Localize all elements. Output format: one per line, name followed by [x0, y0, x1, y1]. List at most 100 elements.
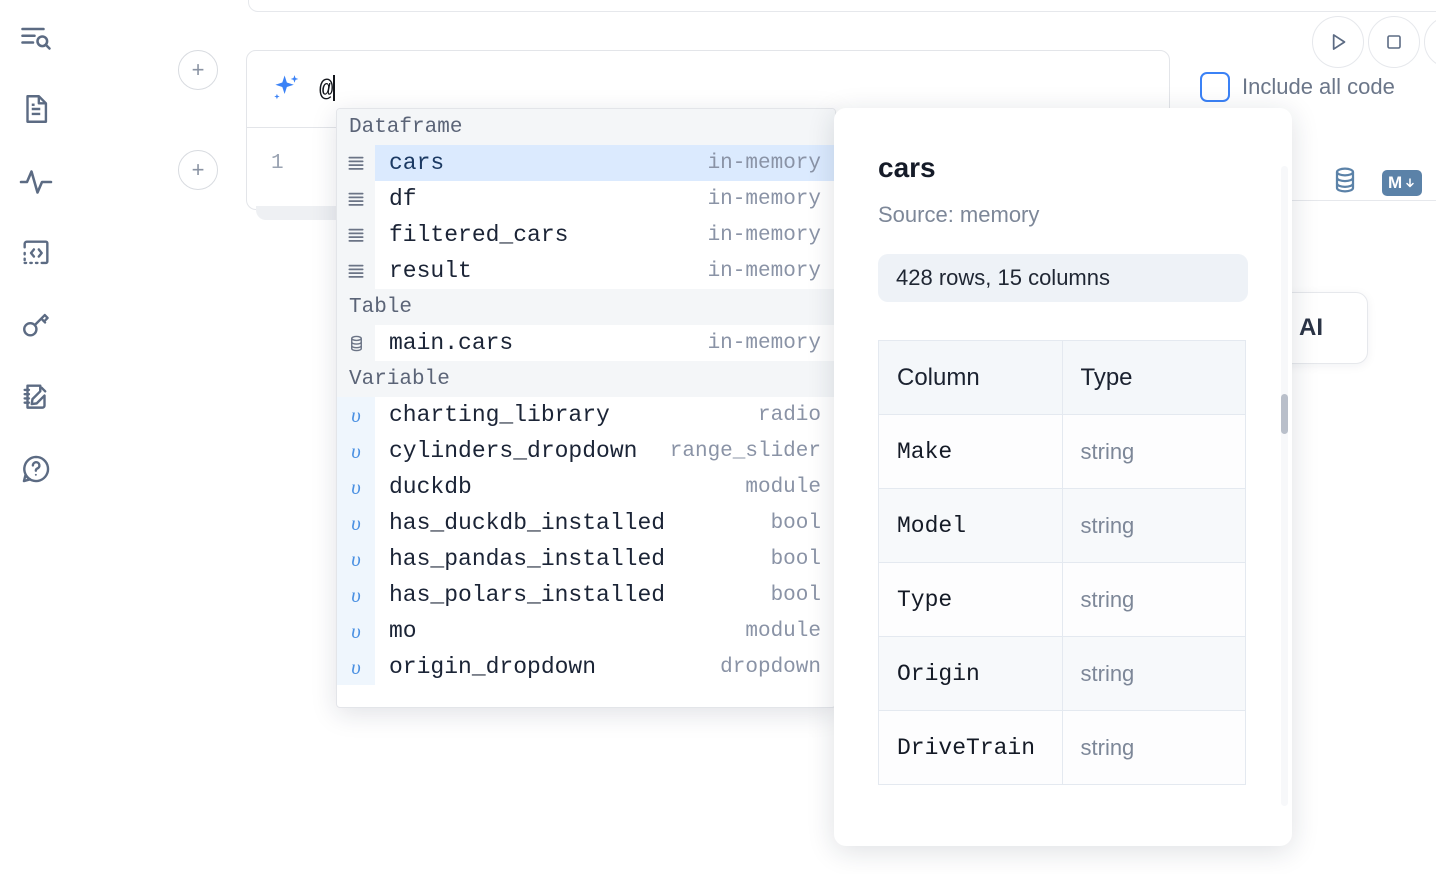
cell-output-icons: M [1330, 165, 1422, 200]
variable-icon: υ [337, 469, 375, 505]
preview-title: cars [878, 152, 936, 183]
run-cell-button[interactable] [1312, 16, 1364, 68]
preview-shape: 428 rows, 15 columns [878, 254, 1248, 302]
variable-icon: υ [337, 613, 375, 649]
schema-column-name: Type [878, 562, 1063, 637]
add-cell-button-top[interactable]: + [178, 50, 218, 90]
variable-icon: υ [337, 433, 375, 469]
notebook-edit-icon[interactable] [12, 373, 60, 421]
include-all-code-row[interactable]: Include all code [1200, 72, 1395, 102]
schema-column-type: string [1061, 636, 1246, 711]
autocomplete-item[interactable]: υ has_pandas_installed bool [337, 541, 835, 577]
autocomplete-item-name: filtered_cars [389, 222, 569, 248]
schema-column-name: Model [878, 488, 1063, 563]
autocomplete-item-name: cylinders_dropdown [389, 438, 638, 464]
help-chat-icon[interactable] [12, 445, 60, 493]
autocomplete-item-row: result in-memory [375, 253, 835, 289]
include-all-code-checkbox[interactable] [1200, 72, 1230, 102]
dataframe-rows-icon [337, 145, 375, 181]
schema-column-type: string [1061, 414, 1246, 489]
autocomplete-item-row: filtered_cars in-memory [375, 217, 835, 253]
schema-column-name: DriveTrain [878, 710, 1063, 785]
schema-column-type: string [1061, 562, 1246, 637]
variable-icon: υ [337, 541, 375, 577]
autocomplete-item-name: has_duckdb_installed [389, 510, 666, 536]
ai-prompt-value: @ [319, 76, 334, 104]
autocomplete-item[interactable]: υ cylinders_dropdown range_slider [337, 433, 835, 469]
preview-scrollbar-thumb[interactable] [1281, 394, 1288, 434]
autocomplete-item-row: df in-memory [375, 181, 835, 217]
preview-scrollbar-track[interactable] [1281, 166, 1288, 806]
autocomplete-item[interactable]: main.cars in-memory [337, 325, 835, 361]
table-header-row: Column Type [878, 340, 1246, 415]
database-icon [337, 325, 375, 361]
more-actions-button[interactable] [1424, 16, 1436, 68]
markdown-badge[interactable]: M [1382, 169, 1422, 196]
autocomplete-section-header: Variable [337, 361, 835, 397]
dataframe-rows-icon [337, 253, 375, 289]
autocomplete-item-name: has_polars_installed [389, 582, 666, 608]
file-text-icon[interactable] [12, 85, 60, 133]
schema-column-type: string [1061, 488, 1246, 563]
autocomplete-item-name: origin_dropdown [389, 654, 597, 680]
autocomplete-item-name: main.cars [389, 330, 514, 356]
autocomplete-item-type: in-memory [707, 259, 821, 283]
preview-source: Source: memory [878, 202, 1040, 227]
stop-cell-button[interactable] [1368, 16, 1420, 68]
autocomplete-item[interactable]: result in-memory [337, 253, 835, 289]
database-icon[interactable] [1330, 165, 1360, 200]
autocomplete-item[interactable]: df in-memory [337, 181, 835, 217]
activity-icon[interactable] [12, 158, 60, 206]
autocomplete-item-name: mo [389, 618, 417, 644]
autocomplete-item-type: module [745, 619, 821, 643]
autocomplete-section-header: Table [337, 289, 835, 325]
autocomplete-item[interactable]: υ origin_dropdown dropdown [337, 649, 835, 685]
autocomplete-item-type: dropdown [720, 655, 821, 679]
schema-column-name: Origin [878, 636, 1063, 711]
autocomplete-item-type: in-memory [707, 187, 821, 211]
type-header: Type [1061, 340, 1246, 415]
explore-outline-icon[interactable] [12, 14, 60, 62]
autocomplete-item-name: has_pandas_installed [389, 546, 666, 572]
markdown-badge-letter: M [1388, 172, 1403, 192]
column-header: Column [878, 340, 1063, 415]
autocomplete-item-name: df [389, 186, 417, 212]
autocomplete-item-type: in-memory [707, 331, 821, 355]
variable-icon: υ [337, 649, 375, 685]
autocomplete-item-row: has_pandas_installed bool [375, 541, 835, 577]
autocomplete-item-row: duckdb module [375, 469, 835, 505]
autocomplete-item-type: bool [770, 547, 821, 571]
autocomplete-item-row: mo module [375, 613, 835, 649]
key-icon[interactable] [12, 301, 60, 349]
ai-prompt-input[interactable]: @ [319, 74, 336, 104]
schema-column-name: Make [878, 414, 1063, 489]
text-caret [333, 74, 336, 101]
autocomplete-item-type: module [745, 475, 821, 499]
autocomplete-item[interactable]: filtered_cars in-memory [337, 217, 835, 253]
autocomplete-item-name: duckdb [389, 474, 472, 500]
add-cell-button-bottom[interactable]: + [178, 150, 218, 190]
autocomplete-item-name: result [389, 258, 472, 284]
left-icon-rail [0, 0, 72, 874]
code-snippet-icon[interactable] [12, 229, 60, 277]
dataset-preview-panel: cars Source: memory 428 rows, 15 columns… [834, 108, 1292, 846]
autocomplete-item-type: range_slider [669, 439, 821, 463]
autocomplete-section-header: Dataframe [337, 109, 835, 145]
autocomplete-item-row: cylinders_dropdown range_slider [375, 433, 835, 469]
variable-icon: υ [337, 577, 375, 613]
schema-column-type: string [1061, 710, 1246, 785]
autocomplete-item-type: in-memory [707, 223, 821, 247]
line-number: 1 [271, 152, 284, 175]
